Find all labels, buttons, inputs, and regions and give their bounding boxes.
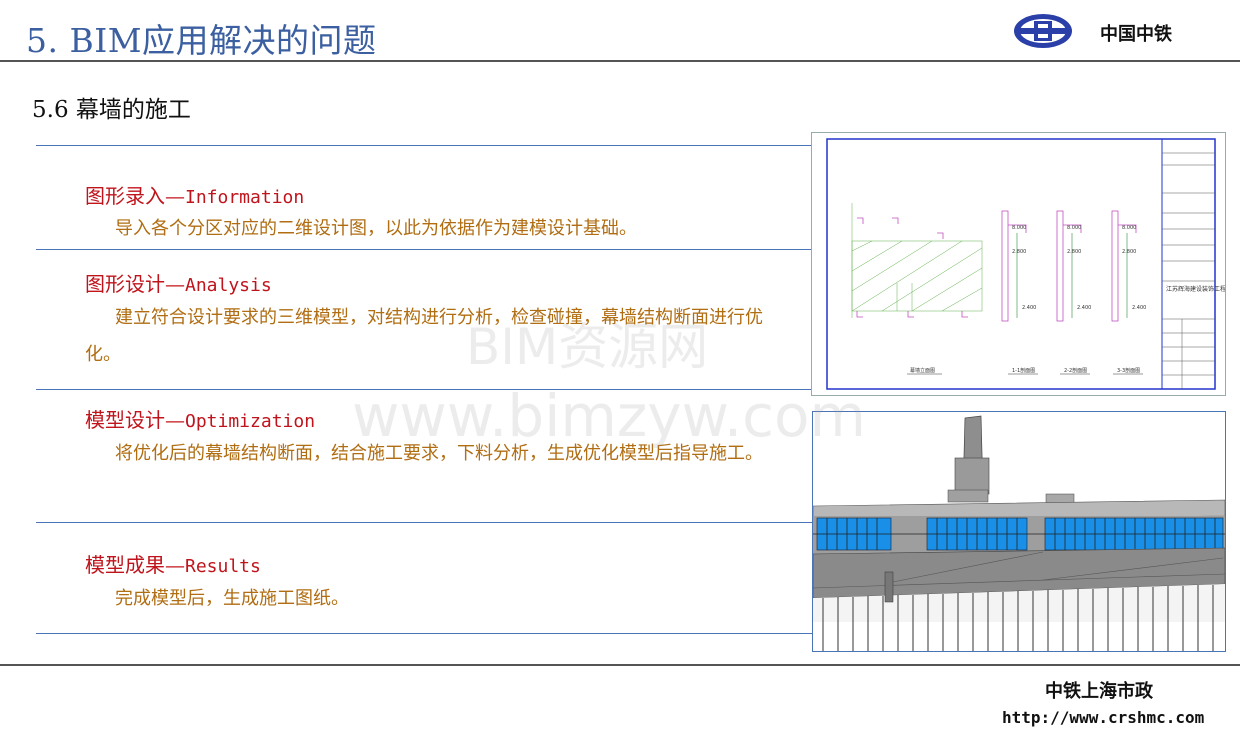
svg-text:2.800: 2.800 bbox=[1122, 249, 1136, 255]
section-title-cn: 图形录入— bbox=[85, 184, 185, 208]
svg-text:8.000: 8.000 bbox=[1067, 225, 1081, 231]
divider-line bbox=[36, 249, 812, 250]
section-body-optimization: 将优化后的幕墙结构断面，结合施工要求，下料分析，生成优化模型后指导施工。 bbox=[115, 443, 763, 464]
footer-divider bbox=[0, 664, 1240, 666]
view-label: 2-2剖面图 bbox=[1064, 367, 1087, 374]
svg-text:2.400: 2.400 bbox=[1022, 305, 1036, 311]
svg-text:8.000: 8.000 bbox=[1012, 225, 1026, 231]
svg-text:2.800: 2.800 bbox=[1012, 249, 1026, 255]
section-title-en: Results bbox=[185, 556, 261, 577]
titleblock-company: 江苏辉海建设装饰工程有限公司 bbox=[1166, 285, 1225, 293]
cad-drawing-image: 江苏辉海建设装饰工程有限公司 8.000 8.000 8.000 2.800 2… bbox=[811, 132, 1226, 396]
section-title-optimization: 模型设计—Optimization bbox=[85, 404, 315, 433]
page-title: 5. BIM应用解决的问题 bbox=[26, 21, 377, 60]
section-title-information: 图形录入—Information bbox=[85, 180, 304, 209]
brand-name: 中国中铁 bbox=[1100, 24, 1172, 45]
section-body-results: 完成模型后，生成施工图纸。 bbox=[115, 588, 349, 609]
svg-text:2.400: 2.400 bbox=[1132, 305, 1146, 311]
divider-line bbox=[36, 145, 812, 146]
footer-organization: 中铁上海市政 bbox=[1045, 681, 1153, 702]
divider-line bbox=[36, 389, 812, 390]
section-body-analysis: 建立符合设计要求的三维模型，对结构进行分析，检查碰撞，幕墙结构断面进行优化。 bbox=[85, 307, 763, 365]
section-subtitle: 5.6 幕墙的施工 bbox=[32, 97, 191, 123]
header-divider bbox=[0, 60, 1240, 62]
view-label: 3-3剖面图 bbox=[1117, 367, 1140, 374]
section-title-analysis: 图形设计—Analysis bbox=[85, 268, 272, 297]
divider-line bbox=[36, 633, 812, 634]
section-title-en: Information bbox=[185, 187, 305, 208]
footer-url[interactable]: http://www.crshmc.com bbox=[1002, 708, 1205, 727]
svg-text:2.800: 2.800 bbox=[1067, 249, 1081, 255]
svg-text:8.000: 8.000 bbox=[1122, 225, 1136, 231]
section-title-en: Analysis bbox=[185, 275, 272, 296]
curtain-wall-3d-model-image bbox=[812, 411, 1226, 652]
crec-logo-icon bbox=[1014, 14, 1072, 48]
svg-text:2.400: 2.400 bbox=[1077, 305, 1091, 311]
section-title-cn: 模型设计— bbox=[85, 408, 185, 432]
section-title-results: 模型成果—Results bbox=[85, 549, 261, 578]
view-label: 幕墙立面图 bbox=[910, 367, 935, 374]
section-title-cn: 图形设计— bbox=[85, 272, 185, 296]
section-title-cn: 模型成果— bbox=[85, 553, 185, 577]
view-label: 1-1剖面图 bbox=[1012, 367, 1035, 374]
section-body-information: 导入各个分区对应的二维设计图，以此为依据作为建模设计基础。 bbox=[115, 218, 637, 239]
divider-line bbox=[36, 522, 812, 523]
section-title-en: Optimization bbox=[185, 411, 316, 432]
